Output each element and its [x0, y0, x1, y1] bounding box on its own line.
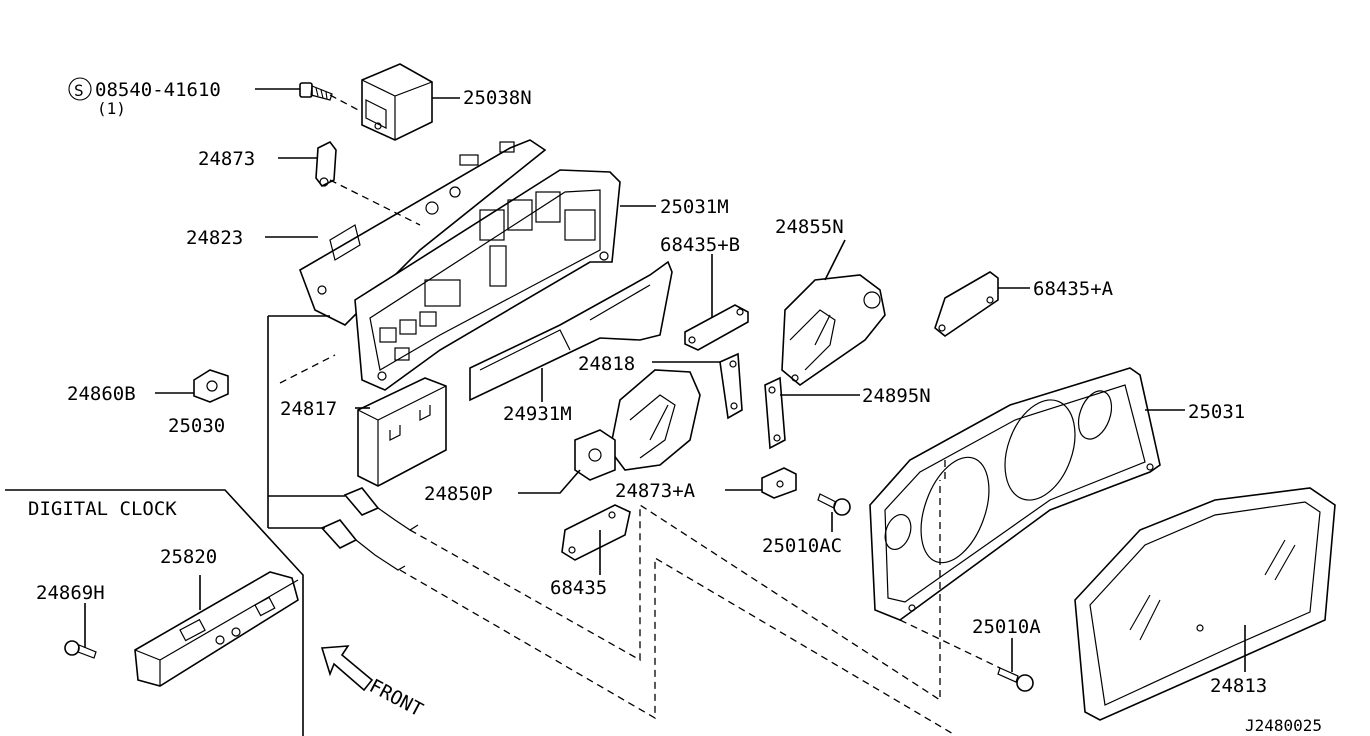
part-24860B-connector: [193, 369, 229, 403]
label-24873A: 24873+A: [615, 480, 696, 502]
label-68435: 68435: [550, 577, 607, 599]
part-24855N-tachometer: [781, 274, 886, 387]
label-25031M: 25031M: [660, 196, 729, 218]
front-arrow-icon: [320, 645, 374, 692]
part-25030-harness: [320, 487, 419, 571]
label-68435B: 68435+B: [660, 234, 740, 256]
svg-text:S: S: [74, 81, 84, 100]
label-24869H: 24869H: [36, 582, 105, 604]
part-24813-window-glass: [1074, 487, 1336, 721]
label-front: FRONT: [366, 675, 427, 721]
label-digital-clock: DIGITAL CLOCK: [28, 498, 177, 520]
part-25031-mask: [869, 367, 1161, 621]
label-24895N: 24895N: [862, 385, 931, 407]
part-68435A-plate: [934, 271, 999, 337]
label-08540-41610-qty: (1): [97, 99, 126, 118]
part-25010A-screw: [997, 667, 1034, 692]
label-24873: 24873: [198, 148, 255, 170]
label-24850P: 24850P: [424, 483, 493, 505]
label-25010AC: 25010AC: [762, 535, 842, 557]
label-25031: 25031: [1188, 401, 1245, 423]
label-25030: 25030: [168, 415, 225, 437]
label-24931M: 24931M: [503, 403, 572, 425]
bolt-08540-41610: [299, 82, 333, 101]
label-08540-41610: 08540-41610: [95, 79, 221, 101]
label-68435A: 68435+A: [1033, 278, 1114, 300]
label-24860B: 24860B: [67, 383, 136, 405]
part-25038N-bracket: [361, 63, 433, 141]
circled-s-icon: S: [68, 77, 92, 101]
label-diagram-code: J2480025: [1245, 716, 1322, 735]
part-68435-plate: [561, 504, 631, 561]
part-25031M-printed-circuit: [354, 169, 621, 391]
label-24817: 24817: [280, 398, 337, 420]
label-25010A: 25010A: [972, 616, 1041, 638]
alignment-dashed-lines: [279, 94, 1001, 736]
part-24873-clip: [315, 140, 337, 188]
part-24873A-clip: [761, 467, 797, 499]
part-24823-rear-cover: [299, 139, 547, 326]
label-24855N: 24855N: [775, 216, 844, 238]
part-68435B-plate: [684, 304, 749, 351]
part-24817-display: [357, 377, 447, 487]
part-25010AC-screw: [817, 493, 851, 516]
label-24813: 24813: [1210, 675, 1267, 697]
label-24823: 24823: [186, 227, 243, 249]
part-25820-digital-clock: [134, 571, 299, 687]
part-24850P-speedometer: [574, 369, 701, 481]
label-25820: 25820: [160, 546, 217, 568]
leader-lines: [5, 88, 1246, 736]
label-25038N: 25038N: [463, 87, 532, 109]
part-24895N-bracket: [764, 376, 786, 450]
part-24931M-strip: [469, 260, 673, 402]
part-24818-bracket: [719, 352, 743, 420]
label-24818: 24818: [578, 353, 635, 375]
part-24869H-screw: [64, 640, 97, 659]
